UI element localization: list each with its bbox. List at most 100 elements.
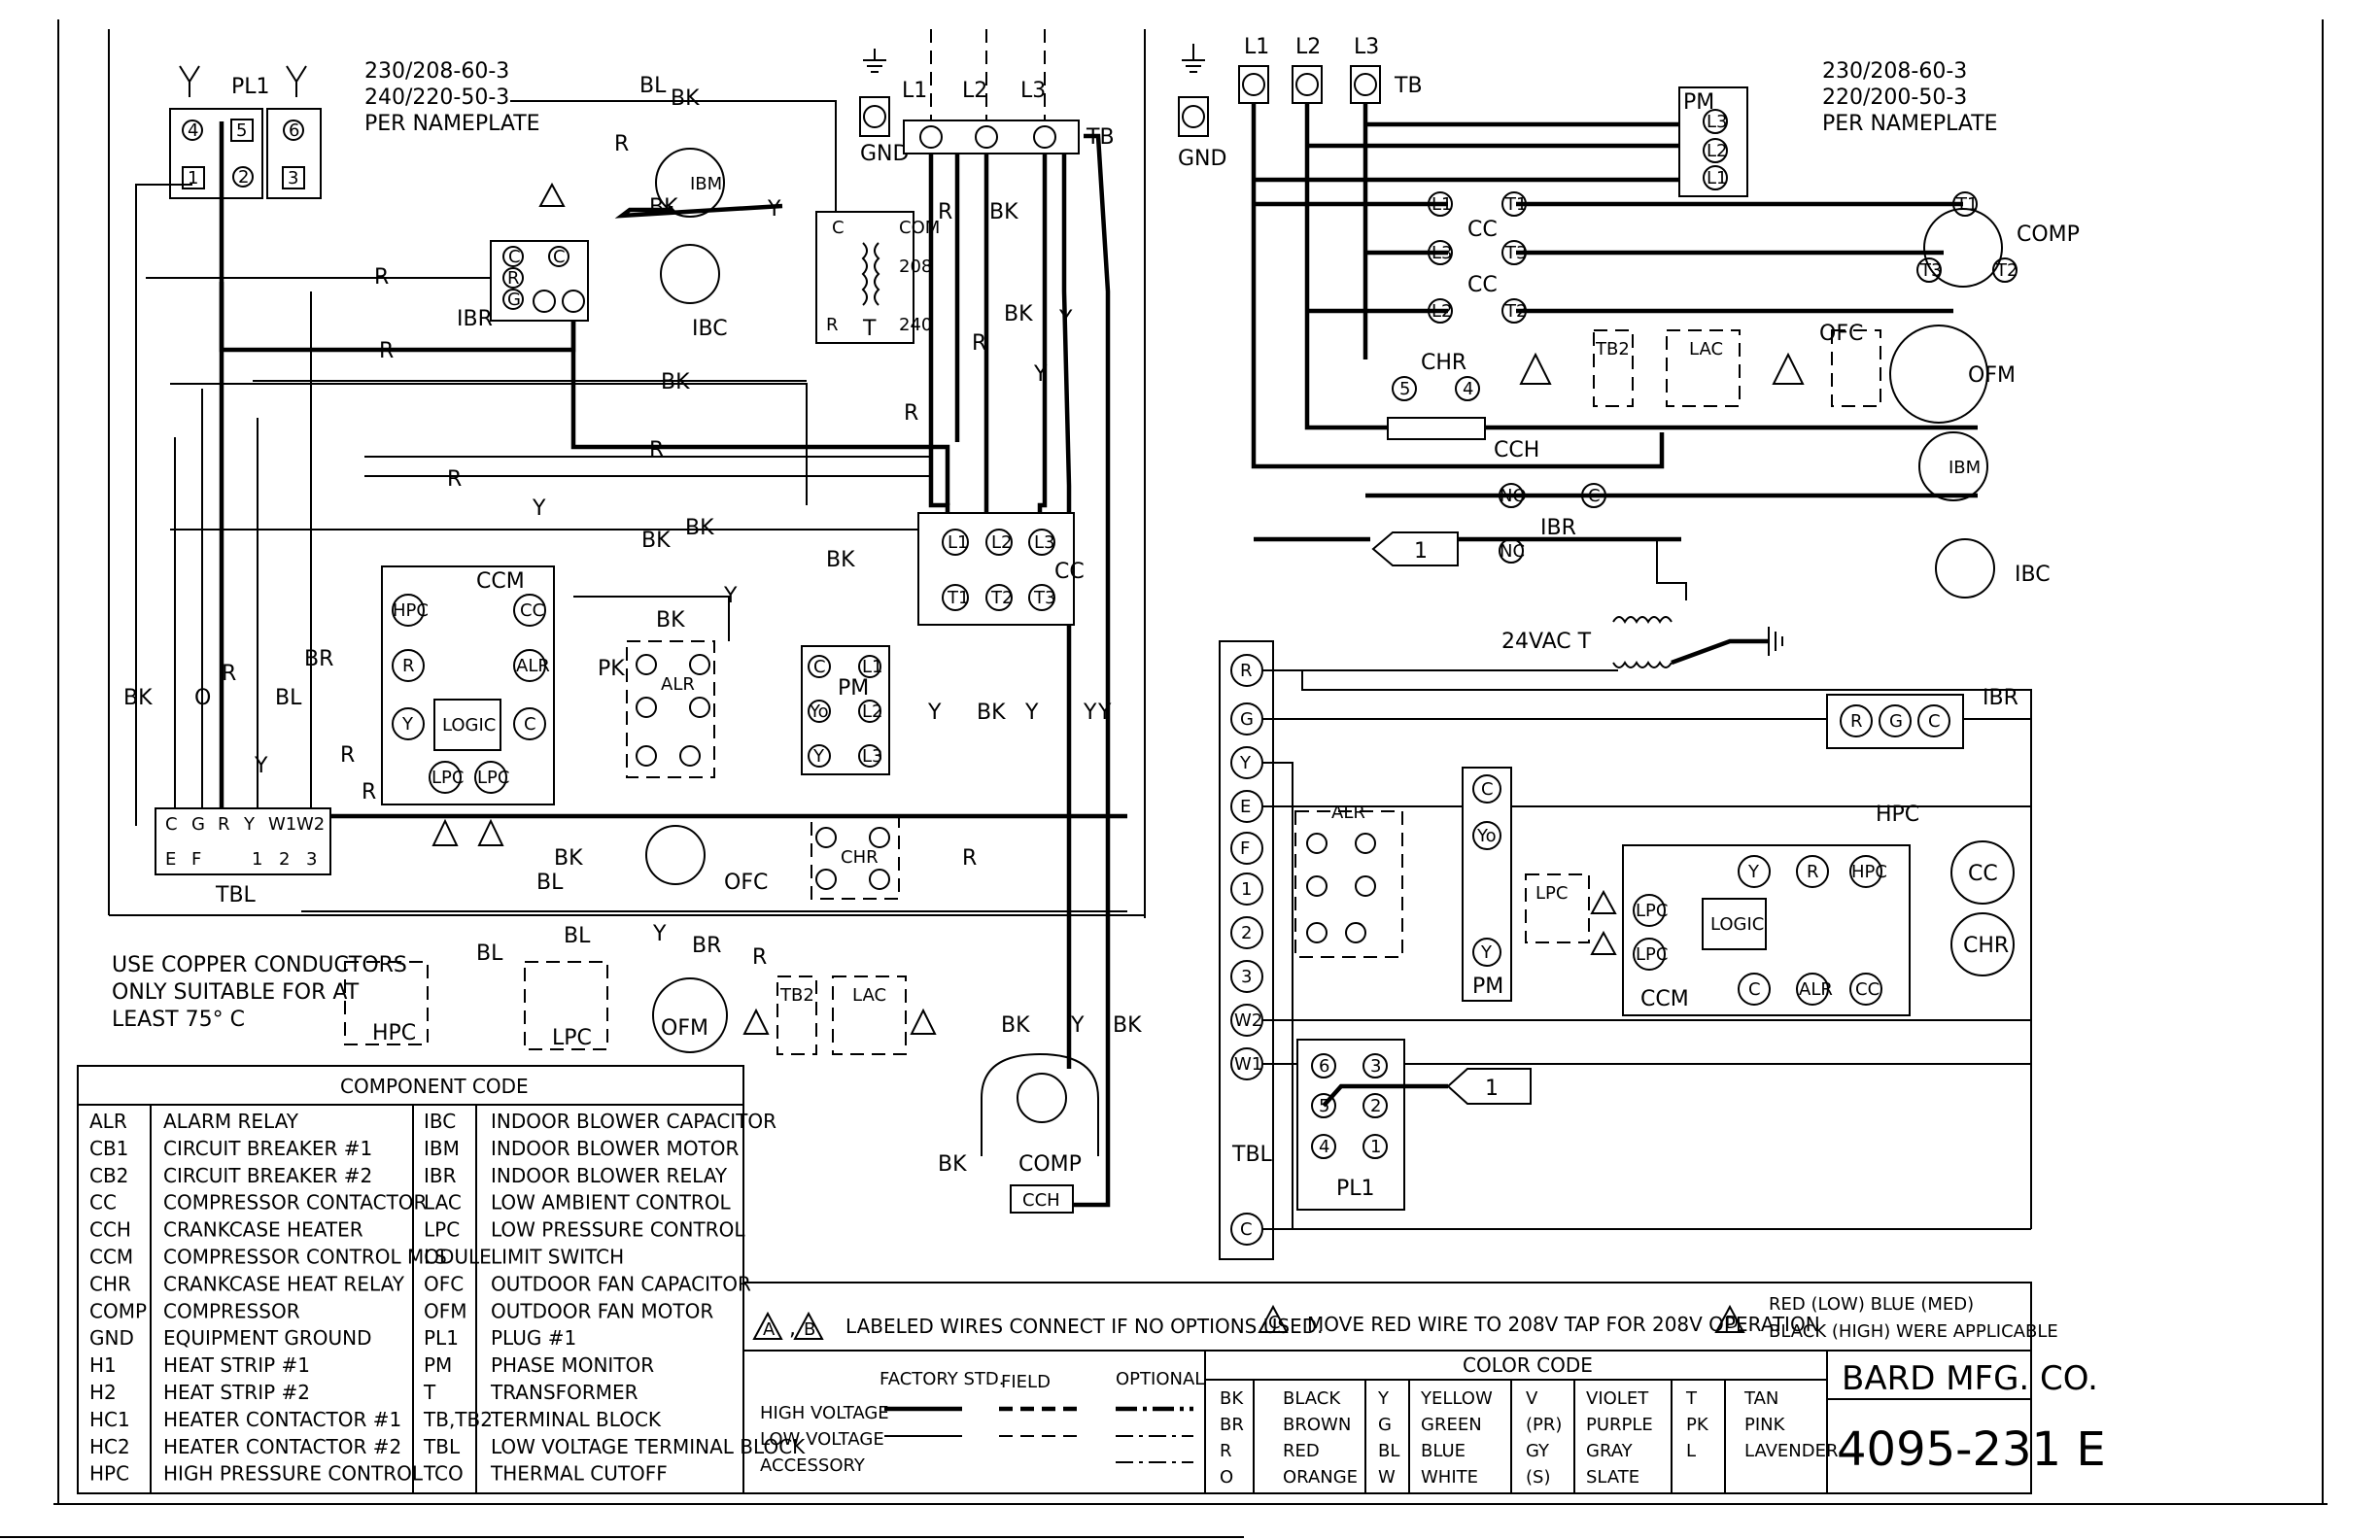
left-comp-label: COMP: [1018, 1152, 1082, 1177]
left-pm-phase-monitor: C L1 Yo L2 Y L3 PM: [801, 645, 890, 775]
svg-text:R: R: [972, 331, 986, 356]
svg-text:BK: BK: [938, 1152, 967, 1177]
component-code-abbr: CC: [89, 1191, 117, 1215]
right-transformer-label: 24VAC T: [1501, 630, 1592, 654]
copper-note-2: ONLY SUITABLE FOR AT: [112, 980, 360, 1005]
component-code-abbr: H1: [89, 1353, 117, 1377]
color-code-name: VIOLET: [1586, 1388, 1649, 1409]
component-code-abbr: LPC: [424, 1218, 460, 1242]
left-tbl-1: 1: [252, 849, 262, 870]
svg-text:Y: Y: [1239, 753, 1252, 773]
svg-text:C: C: [1748, 979, 1761, 1000]
left-gnd-label: GND: [860, 142, 909, 166]
right-ibm-label: IBM: [1949, 458, 1981, 478]
left-ibm-motor: IBM IBC: [538, 148, 728, 341]
right-ibr-label: IBR: [1540, 516, 1576, 540]
svg-text:L1: L1: [1707, 168, 1727, 188]
color-code-abbr: O: [1220, 1467, 1233, 1488]
legend-header-factory: FACTORY STD.: [880, 1369, 1005, 1389]
color-code-abbr: R: [1220, 1441, 1232, 1461]
component-code-abbr: TB,TB2: [423, 1408, 493, 1431]
left-tbl-g: G: [191, 814, 205, 835]
svg-text:BR: BR: [304, 647, 333, 671]
notes-block: A , B LABELED WIRES CONNECT IF NO OPTION…: [742, 1282, 2106, 1494]
left-tbl-f: F: [191, 849, 201, 870]
svg-text:R: R: [374, 265, 389, 290]
svg-text:CCM: CCM: [1640, 987, 1689, 1011]
note-d-line-1: RED (LOW) BLUE (MED): [1769, 1294, 1974, 1315]
svg-text:LPC: LPC: [1535, 883, 1568, 904]
left-l1-label: L1: [902, 79, 927, 103]
left-ibm-label: IBM: [690, 174, 722, 194]
svg-text:HPC: HPC: [1876, 803, 1919, 827]
left-cc-label: CC: [1054, 560, 1085, 584]
svg-text:C: C: [524, 714, 536, 735]
svg-text:L1: L1: [1431, 194, 1452, 215]
component-code-abbr: HPC: [89, 1462, 129, 1486]
svg-text:R: R: [447, 467, 462, 492]
right-cch-label: CCH: [1494, 438, 1539, 462]
left-alr: ALR: [626, 640, 715, 778]
svg-text:R: R: [614, 132, 629, 156]
component-code-desc: LOW AMBIENT CONTROL: [491, 1191, 732, 1215]
left-tbl-y: Y: [243, 814, 256, 835]
svg-text:6: 6: [1319, 1056, 1329, 1077]
drawing-frame: [0, 19, 2328, 1538]
left-tbl-2: 2: [279, 849, 290, 870]
color-code-name: SLATE: [1586, 1467, 1639, 1488]
component-code-abbr: HC2: [89, 1435, 130, 1458]
color-code-abbr: T: [1685, 1388, 1698, 1409]
svg-text:C: C: [1481, 779, 1494, 800]
svg-text:C: C: [832, 218, 845, 238]
svg-text:Y: Y: [1033, 362, 1048, 387]
left-cch-label: CCH: [1022, 1190, 1060, 1211]
svg-text:,: ,: [789, 1317, 796, 1341]
svg-text:R: R: [904, 401, 918, 426]
pl1-pin-2: 2: [238, 167, 249, 188]
component-code-desc: THERMAL CUTOFF: [490, 1462, 668, 1486]
svg-text:D: D: [1725, 1313, 1739, 1333]
component-code-abbr: LS: [424, 1246, 447, 1269]
right-voltage-line-3: PER NAMEPLATE: [1822, 112, 1998, 136]
left-ibc-label: IBC: [692, 317, 728, 341]
left-ibr-relay: C R G C IBR: [457, 240, 589, 331]
component-code-desc: OUTDOOR FAN MOTOR: [491, 1299, 713, 1322]
svg-text:R: R: [649, 438, 664, 462]
svg-text:Y: Y: [723, 584, 738, 608]
color-code-abbr: GY: [1526, 1441, 1550, 1461]
color-code-abbr: V: [1526, 1388, 1538, 1409]
color-code-name: PURPLE: [1586, 1415, 1653, 1435]
svg-text:T1: T1: [1955, 194, 1978, 215]
left-pm-label: PM: [838, 676, 869, 701]
svg-text:Y: Y: [1480, 942, 1493, 963]
component-code-abbr: T: [423, 1381, 436, 1404]
svg-text:Y: Y: [254, 754, 268, 778]
left-logic-label: LOGIC: [442, 715, 496, 736]
component-code-abbr: CB2: [89, 1164, 128, 1187]
right-tb-label: TB: [1394, 74, 1423, 98]
svg-text:BK: BK: [685, 516, 714, 540]
component-code-desc: PHASE MONITOR: [491, 1353, 654, 1377]
component-code-abbr: LAC: [424, 1191, 462, 1215]
component-code-abbr: PL1: [424, 1326, 459, 1350]
right-voltage-line-1: 230/208-60-3: [1822, 59, 1967, 84]
component-code-abbr: IBC: [424, 1110, 456, 1133]
color-code-abbr: BR: [1220, 1415, 1244, 1435]
right-l2-label: L2: [1295, 35, 1321, 59]
svg-text:R: R: [402, 656, 415, 676]
left-l3-label: L3: [1020, 79, 1046, 103]
component-code-abbr: TCO: [423, 1462, 464, 1486]
pl1-pin-1: 1: [188, 168, 198, 188]
right-ibc-label: IBC: [2015, 563, 2051, 587]
svg-text:1: 1: [1414, 539, 1428, 564]
svg-text:2: 2: [1241, 923, 1252, 943]
left-ibr-label: IBR: [457, 307, 493, 331]
right-ofc-label: OFC: [1819, 322, 1863, 346]
right-tb2-label: TB2: [1595, 339, 1630, 359]
svg-text:Yo: Yo: [1476, 826, 1497, 846]
svg-text:LPC: LPC: [1636, 944, 1668, 965]
svg-text:Y: Y: [1747, 862, 1760, 882]
component-code-desc: INDOOR BLOWER RELAY: [491, 1164, 728, 1187]
color-code-name: ORANGE: [1283, 1467, 1358, 1488]
svg-text:LPC: LPC: [1636, 901, 1668, 921]
